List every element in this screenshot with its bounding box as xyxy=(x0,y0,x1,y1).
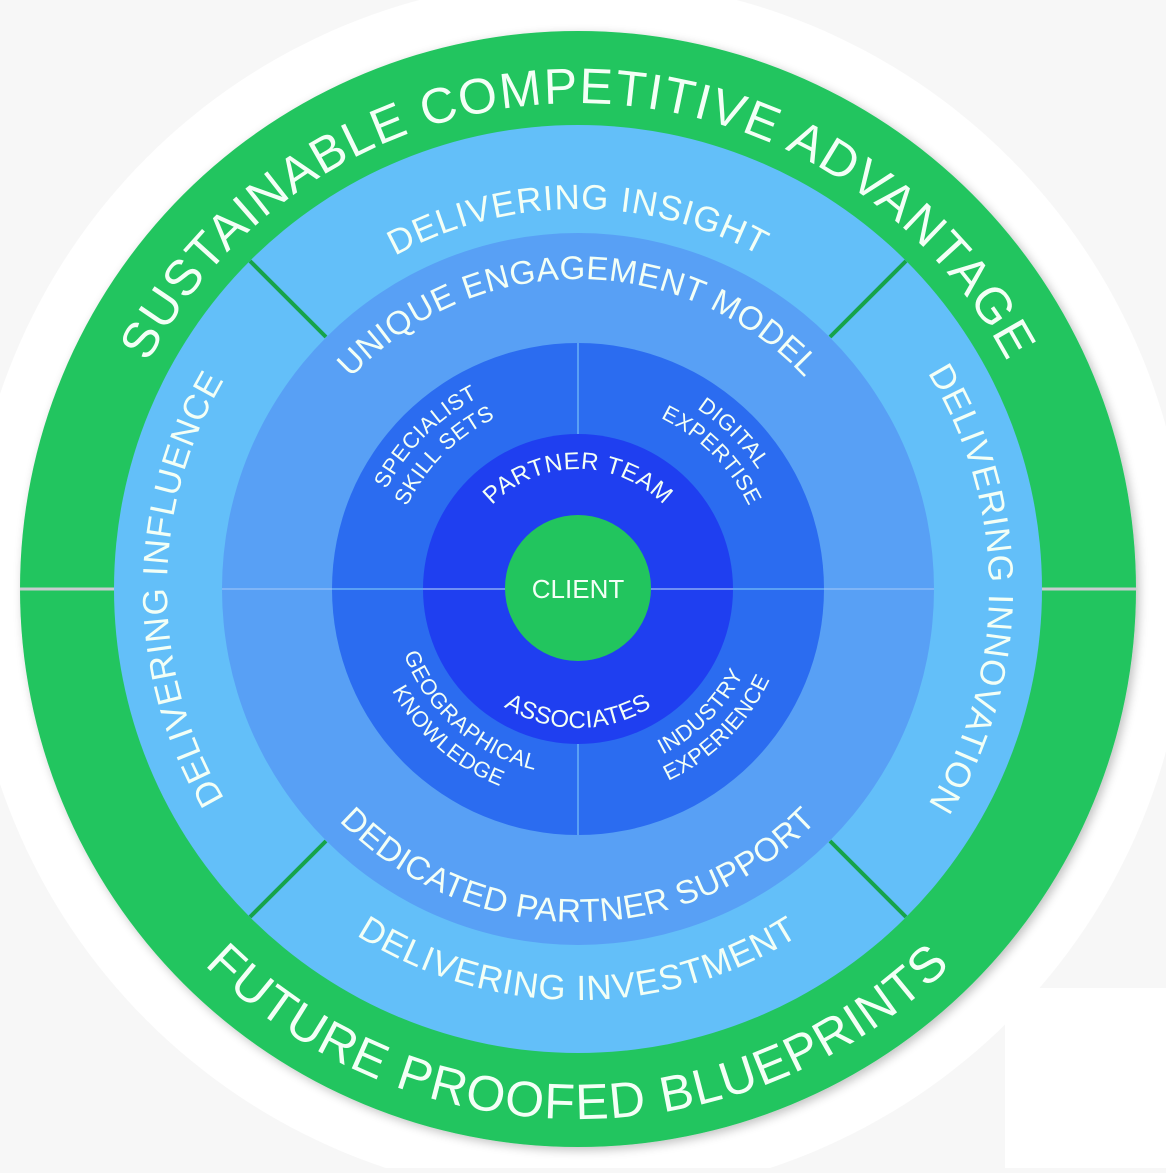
divider-top-left xyxy=(248,259,328,339)
client-label: CLIENT xyxy=(532,574,625,604)
divider-top-right xyxy=(828,259,908,339)
backdrop-corner xyxy=(1005,988,1166,1168)
divider-bottom-right xyxy=(828,839,908,919)
delivering-dividers xyxy=(248,259,908,919)
client-circle xyxy=(505,515,651,661)
divider-bottom-left xyxy=(248,839,328,919)
